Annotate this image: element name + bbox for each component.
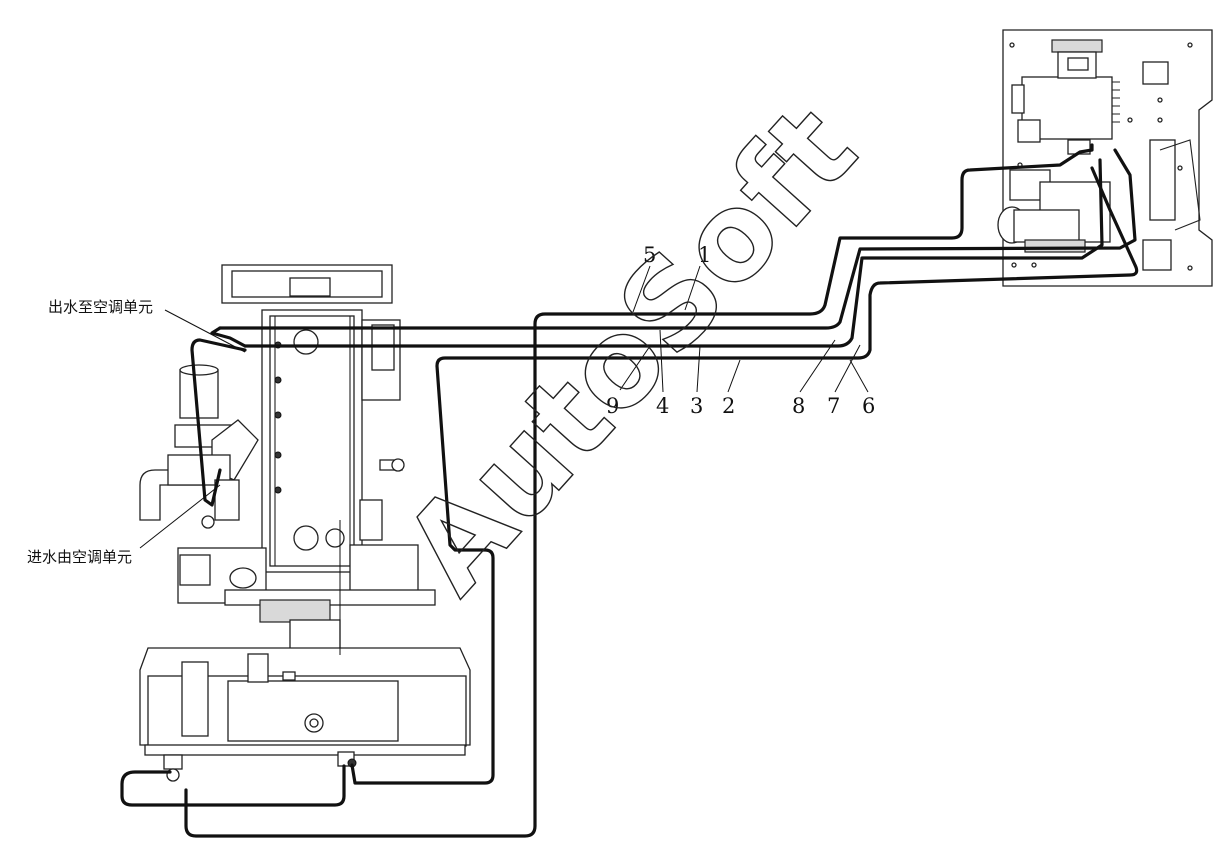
callout-7: 7 [827,394,840,418]
callout-6: 6 [862,394,875,418]
label-inlet-from-ac: 进水由空调单元 [27,548,132,566]
engine [139,264,436,656]
callout-numbers: 5 1 9 4 3 2 8 7 6 [606,243,875,418]
callout-9: 9 [606,394,619,418]
radiator [139,647,471,782]
callout-3: 3 [690,394,703,418]
callout-leaders [139,265,869,549]
ac-unit [997,29,1213,287]
callout-8: 8 [792,394,805,418]
callout-1: 1 [698,243,711,267]
watermark: AutoSoft [378,81,883,620]
callout-4: 4 [656,394,669,418]
callout-2: 2 [722,394,735,418]
callout-5: 5 [643,243,656,267]
label-outlet-to-ac: 出水至空调单元 [48,298,153,316]
coolant-pipes [120,143,1139,838]
